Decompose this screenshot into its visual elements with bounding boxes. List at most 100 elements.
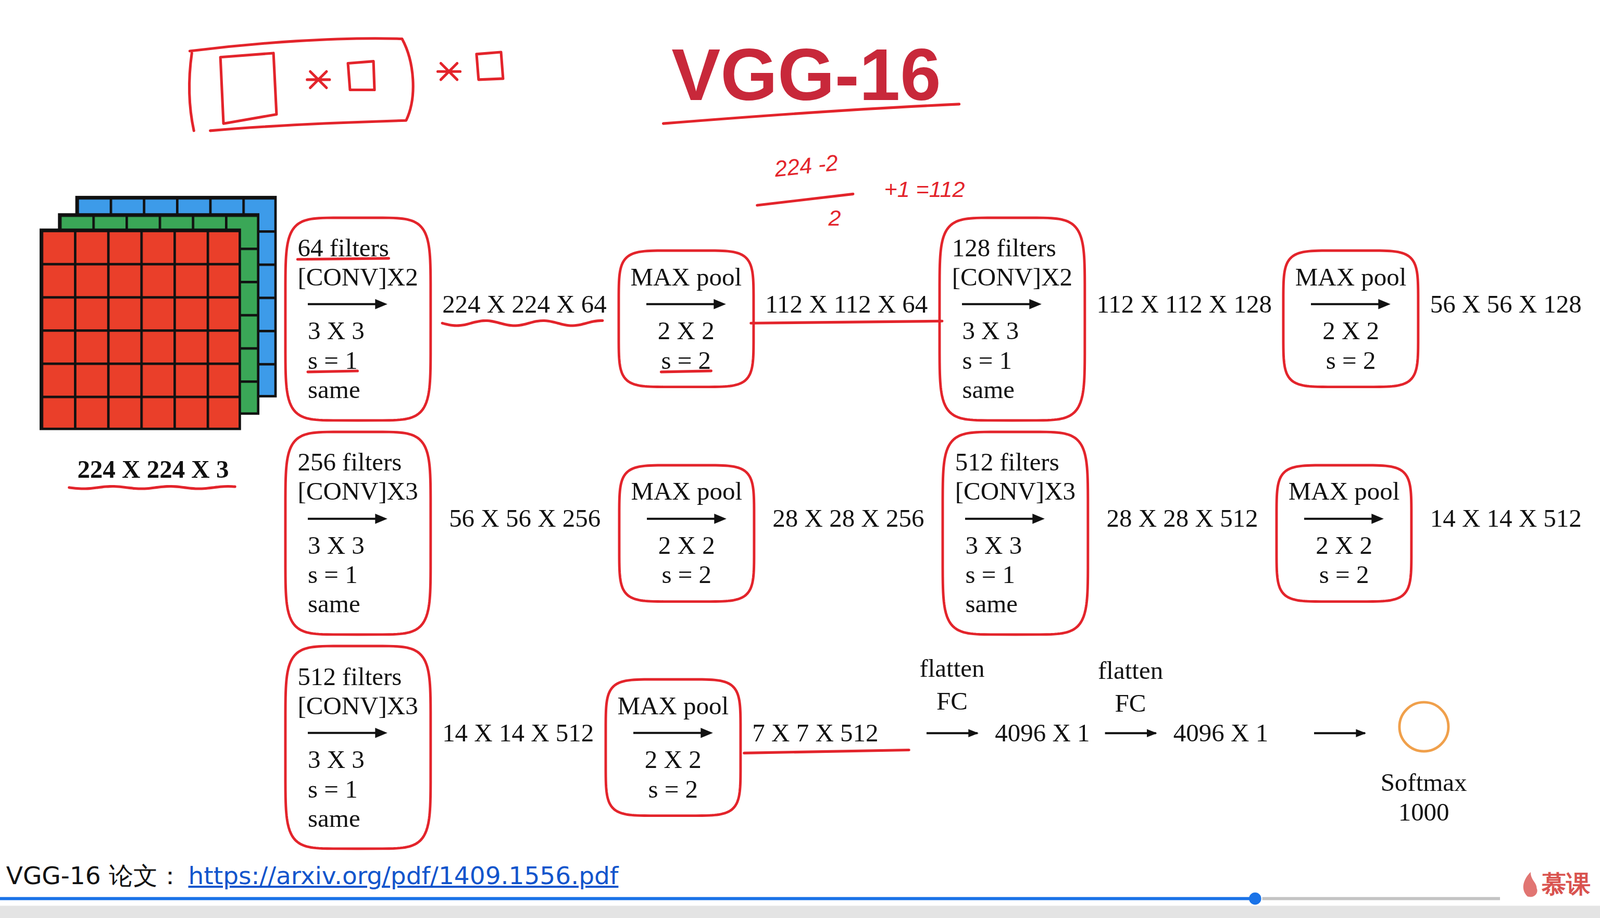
arrow-head — [375, 298, 388, 310]
arrow-head — [375, 727, 388, 739]
slide-title: VGG-16 — [671, 32, 941, 117]
hand-underline — [69, 486, 236, 490]
layer-type: [CONV]X3 — [297, 691, 418, 721]
conv-block: 512 filters[CONV]X33 X 3s = 1same — [941, 430, 1090, 636]
scribble-square — [347, 61, 375, 91]
padding: same — [955, 589, 1018, 619]
tensor-shape: 14 X 14 X 512 — [442, 718, 594, 748]
conv-block: 64 filters[CONV]X23 X 3s = 1same — [283, 216, 433, 422]
tensor-shape: 56 X 56 X 128 — [1430, 289, 1582, 319]
op-arrow — [961, 295, 1042, 312]
handwritten-note: +1 =112 — [884, 176, 966, 203]
pool-size: 2 X 2 — [658, 530, 716, 560]
pool-block: MAX pool2 X 2s = 2 — [1281, 248, 1420, 389]
pool-size: 2 X 2 — [644, 744, 702, 774]
tensor-shape: 224 X 224 X 64 — [442, 289, 607, 319]
pool-block: MAX pool2 X 2s = 2 — [617, 248, 756, 389]
player-strip — [0, 905, 1600, 918]
padding: same — [297, 375, 360, 405]
tensor-shape: 56 X 56 X 256 — [448, 503, 601, 533]
pool-size: 2 X 2 — [657, 316, 715, 346]
progress-line — [0, 896, 1256, 900]
arrow-head — [1371, 513, 1384, 524]
scribble-square — [476, 52, 504, 80]
channel-grid — [40, 229, 240, 429]
arrow-shaft — [961, 303, 1032, 306]
layer-type: [CONV]X2 — [297, 262, 418, 292]
flow-arrow — [926, 731, 978, 734]
arrow-shaft — [1310, 303, 1381, 306]
conv-block: 512 filters[CONV]X33 X 3s = 1same — [283, 644, 433, 850]
stride: s = 2 — [1319, 559, 1370, 590]
circle-outline — [285, 645, 431, 849]
scribble-bracket — [189, 53, 194, 131]
layer-type: FC — [936, 686, 968, 716]
pool-size: 2 X 2 — [1315, 530, 1373, 560]
conv-block: 128 filters[CONV]X23 X 3s = 1same — [938, 216, 1087, 422]
arrow-head — [714, 513, 727, 524]
stride: s = 2 — [1326, 345, 1377, 375]
layer-type: [CONV]X2 — [952, 262, 1073, 292]
pool-size: 2 X 2 — [1322, 316, 1380, 346]
circle-outline — [1283, 250, 1419, 387]
padding: same — [297, 589, 360, 619]
scribble-square — [220, 53, 277, 124]
vector-shape: 4096 X 1 — [1173, 718, 1269, 748]
red-channel — [40, 229, 240, 429]
circle-outline — [1276, 465, 1412, 602]
fraction-line — [757, 193, 854, 206]
layer-type: MAX pool — [1288, 476, 1400, 506]
tensor-shape: 7 X 7 X 512 — [752, 718, 879, 748]
arrow-shaft — [1304, 517, 1374, 520]
caption: VGG-16 论文： — [6, 861, 183, 890]
output-name: Softmax — [1380, 767, 1468, 797]
softmax-circle — [1396, 699, 1452, 754]
arrow-head — [1378, 298, 1391, 310]
layer-type: MAX pool — [630, 262, 742, 292]
arrow-shaft — [646, 517, 717, 520]
hand-underline — [442, 320, 603, 326]
watermark-flame — [1523, 871, 1538, 897]
layer-type: MAX pool — [617, 691, 729, 721]
circle-outline — [285, 431, 431, 635]
node-content: 512 filters[CONV]X33 X 3s = 1same — [297, 661, 418, 834]
stride: s = 1 — [297, 774, 358, 804]
arrow-shaft — [307, 517, 378, 520]
pool-block: MAX pool 2 X 2s = 2 — [1275, 463, 1414, 604]
handwritten-note: 2 — [828, 205, 842, 232]
circle-outline — [942, 431, 1089, 635]
node-content: 64 filters[CONV]X23 X 3s = 1same — [297, 233, 418, 405]
op-arrow — [307, 510, 388, 527]
node-content: Softmax1000 — [1380, 699, 1468, 827]
circle-outline — [285, 217, 431, 421]
node-content: MAX pool2 X 2s = 2 — [630, 262, 742, 375]
op-arrow — [1304, 510, 1384, 527]
watermark: 慕课 — [1541, 869, 1591, 898]
circle-outline — [939, 217, 1085, 421]
hand-underline — [751, 320, 943, 323]
input-shape: 224 X 224 X 3 — [77, 454, 229, 484]
filter-count: 512 filters — [955, 447, 1060, 477]
arrow-shaft — [646, 303, 716, 306]
paper-link: https://arxiv.org/pdf/1409.1556.pdf — [188, 861, 619, 890]
node-content: MAX pool2 X 2s = 2 — [617, 691, 729, 804]
tensor-shape: 28 X 28 X 512 — [1106, 503, 1259, 533]
flow-arrow — [1314, 731, 1366, 734]
padding: same — [297, 803, 360, 833]
layer-type: [CONV]X3 — [297, 476, 418, 506]
op-arrow — [307, 724, 388, 741]
arrow-shaft — [307, 303, 378, 306]
scribble-star — [437, 63, 460, 80]
op-arrow — [646, 510, 727, 527]
filter-count: 128 filters — [952, 233, 1057, 263]
tensor-shape: 112 X 112 X 64 — [765, 289, 928, 319]
stride: s = 1 — [297, 559, 358, 590]
arrow-shaft — [633, 731, 703, 734]
circle-outline — [605, 679, 741, 816]
kernel-size: 3 X 3 — [297, 744, 365, 774]
arrow-head — [1032, 513, 1046, 524]
arrow-head — [375, 513, 388, 524]
node-content: MAX pool2 X 2s = 2 — [630, 476, 743, 590]
